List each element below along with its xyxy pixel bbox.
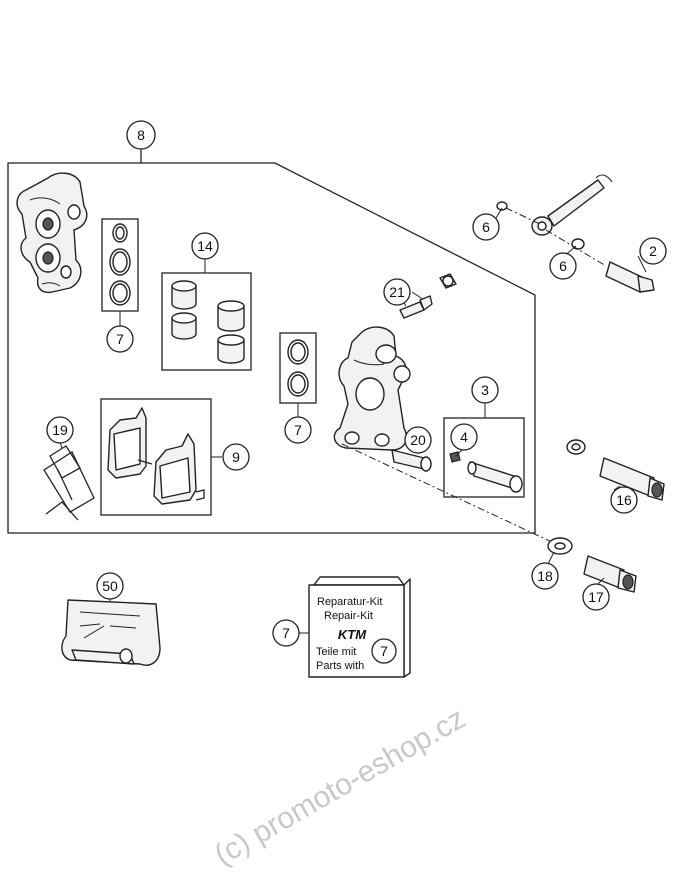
repair-kit-parts-en: Parts with: [316, 660, 364, 672]
callout-20: 20: [404, 426, 432, 454]
callout-7-kit-inside: 7: [371, 638, 397, 664]
brake-pads: [100, 398, 212, 516]
svg-text:7: 7: [282, 625, 290, 641]
caliper-mount-bolt-long: [566, 439, 665, 501]
piston-seal-kit-middle: [279, 332, 317, 418]
svg-text:2: 2: [649, 243, 657, 259]
repair-kit-label-en: Repair-Kit: [324, 610, 373, 622]
caliper-mount-bolt-short: [583, 555, 637, 593]
svg-text:17: 17: [588, 589, 604, 605]
callout-21: 21: [383, 278, 411, 306]
washer: [341, 443, 573, 555]
svg-text:21: 21: [389, 284, 405, 300]
callout-4: 4: [450, 423, 478, 451]
svg-text:4: 4: [460, 429, 468, 445]
callout-2: 2: [639, 237, 667, 265]
brake-pistons: [161, 259, 252, 371]
callout-19: 19: [46, 416, 74, 444]
svg-text:8: 8: [137, 127, 145, 143]
caliper-housing: [333, 326, 411, 451]
repair-kit-label-de: Reparatur-Kit: [317, 596, 382, 608]
callout-14: 14: [191, 232, 219, 260]
callout-6-upper: 6: [472, 213, 500, 241]
caliper-bracket: [16, 172, 88, 294]
svg-text:19: 19: [52, 422, 68, 438]
ktm-logo: KTM: [338, 627, 367, 642]
svg-text:50: 50: [102, 578, 118, 594]
pad-pin: [391, 449, 432, 472]
svg-text:14: 14: [197, 238, 213, 254]
callout-17: 17: [582, 583, 610, 611]
callout-50: 50: [96, 572, 124, 600]
svg-text:7: 7: [116, 331, 124, 347]
callout-3: 3: [471, 376, 499, 404]
callout-16: 16: [610, 486, 638, 514]
svg-text:16: 16: [616, 492, 632, 508]
guide-pin-kit: [443, 403, 525, 498]
callout-9: 9: [222, 443, 250, 471]
pad-spring: [43, 445, 95, 521]
piston-seal-kit-left: [101, 218, 139, 326]
brake-caliper-assembly-boundary: [7, 162, 536, 534]
svg-text:6: 6: [482, 219, 490, 235]
svg-text:20: 20: [410, 432, 426, 448]
svg-text:9: 9: [232, 449, 240, 465]
repair-kit-parts-de: Teile mit: [316, 646, 356, 658]
parts-packaging: [61, 586, 161, 666]
svg-text:3: 3: [481, 382, 489, 398]
callout-7-kit-left: 7: [272, 619, 300, 647]
watermark-text: (c) promoto-eshop.cz: [209, 702, 471, 872]
callout-7-left: 7: [106, 325, 134, 353]
svg-text:7: 7: [294, 422, 302, 438]
svg-text:7: 7: [380, 643, 388, 659]
brake-line-fitting: [496, 174, 655, 293]
svg-text:18: 18: [537, 568, 553, 584]
callout-7-middle: 7: [284, 416, 312, 444]
callout-18: 18: [531, 562, 559, 590]
callout-8: 8: [126, 120, 156, 150]
bleeder-valve: [399, 273, 457, 319]
callout-6-lower: 6: [549, 252, 577, 280]
svg-text:6: 6: [559, 258, 567, 274]
